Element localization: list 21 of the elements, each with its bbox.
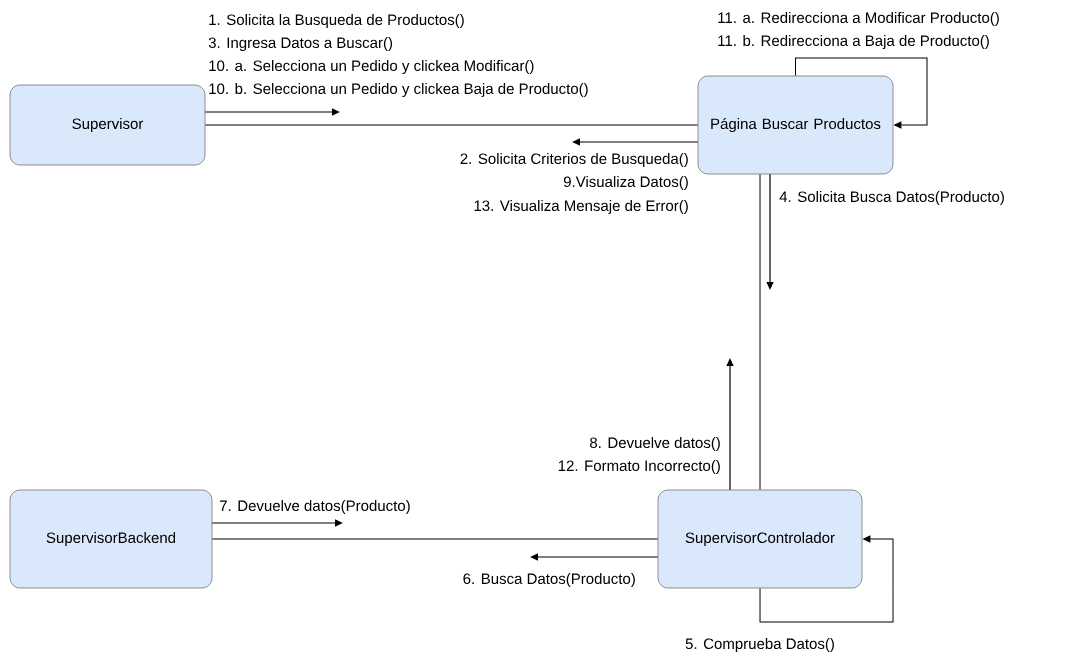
object-box: SupervisorBackend	[9, 489, 213, 589]
connector	[211, 538, 659, 540]
message-label: 9.Visualiza Datos()	[563, 176, 688, 190]
message-label: 10. a. Selecciona un Pedido y clickea Modificar()	[209, 60, 534, 74]
object-box: SupervisorControlador	[657, 489, 863, 589]
connector	[759, 173, 761, 491]
message-label: 12. Formato Incorrecto()	[558, 460, 720, 474]
message-label: 1. Solicita la Busqueda de Productos()	[209, 14, 464, 28]
connector	[204, 124, 699, 126]
connector	[795, 57, 928, 129]
message-label: 8. Devuelve datos()	[590, 437, 720, 451]
message-label: 13. Visualiza Mensaje de Error()	[474, 200, 688, 214]
message-label: 3. Ingresa Datos a Buscar()	[208, 37, 393, 51]
object-box: Supervisor	[9, 84, 206, 166]
message-label: 6. Busca Datos(Producto)	[463, 573, 635, 587]
message-label: 11. b. Redirecciona a Baja de Producto()	[718, 35, 989, 49]
object-box: Página Buscar Productos	[697, 75, 894, 175]
message-label: 11. a. Redirecciona a Modificar Producto()	[718, 12, 999, 26]
connector	[759, 535, 894, 623]
message-label: 4. Solicita Busca Datos(Producto)	[779, 191, 1004, 205]
message-label: 5. Comprueba Datos()	[685, 638, 834, 652]
